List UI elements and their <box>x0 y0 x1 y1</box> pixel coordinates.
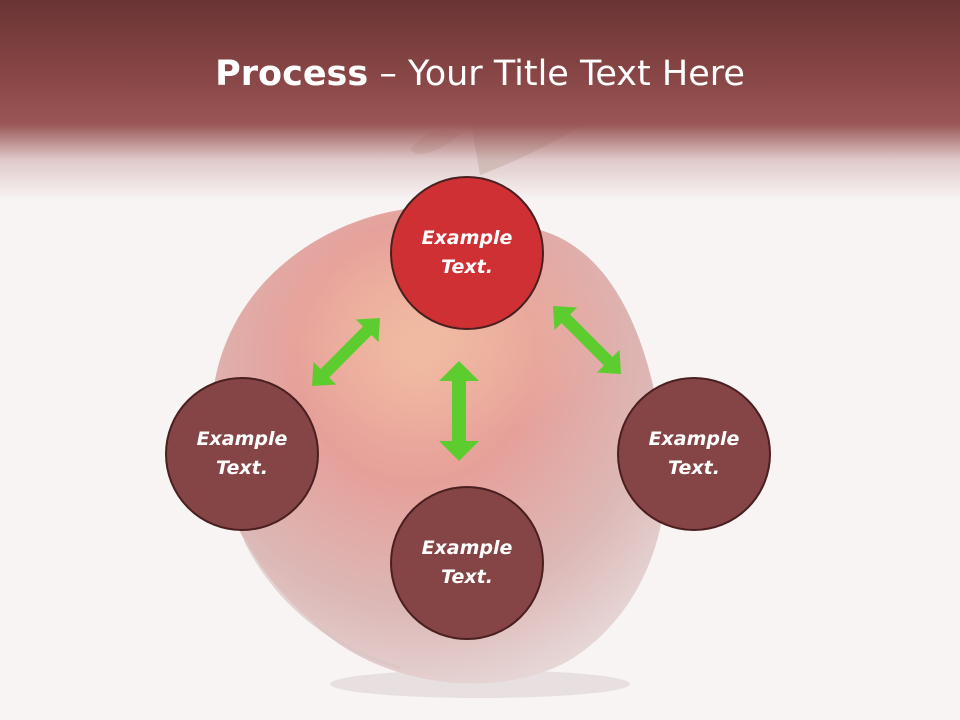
title-rest: Your Title Text Here <box>407 54 745 94</box>
double-headed-arrow-icon-center <box>439 361 479 461</box>
node-top-line2: Text. <box>441 256 493 278</box>
double-headed-arrow-icon-left <box>312 318 380 386</box>
node-bottom-line1: Example <box>421 537 513 559</box>
title-separator: – <box>368 54 408 94</box>
double-headed-arrow-icon-right <box>553 306 621 374</box>
title-bold: Process <box>215 54 369 94</box>
process-node-left[interactable]: Example Text. <box>165 377 319 531</box>
title-band <box>0 0 960 200</box>
node-left-line2: Text. <box>216 457 268 479</box>
node-right-line2: Text. <box>668 457 720 479</box>
process-node-top[interactable]: Example Text. <box>390 176 544 330</box>
process-node-right[interactable]: Example Text. <box>617 377 771 531</box>
node-bottom-line2: Text. <box>441 566 493 588</box>
node-right-line1: Example <box>648 428 740 450</box>
process-node-bottom[interactable]: Example Text. <box>390 486 544 640</box>
node-left-line1: Example <box>196 428 288 450</box>
node-top-line1: Example <box>421 227 513 249</box>
slide-title: Process – Your Title Text Here <box>0 52 960 96</box>
